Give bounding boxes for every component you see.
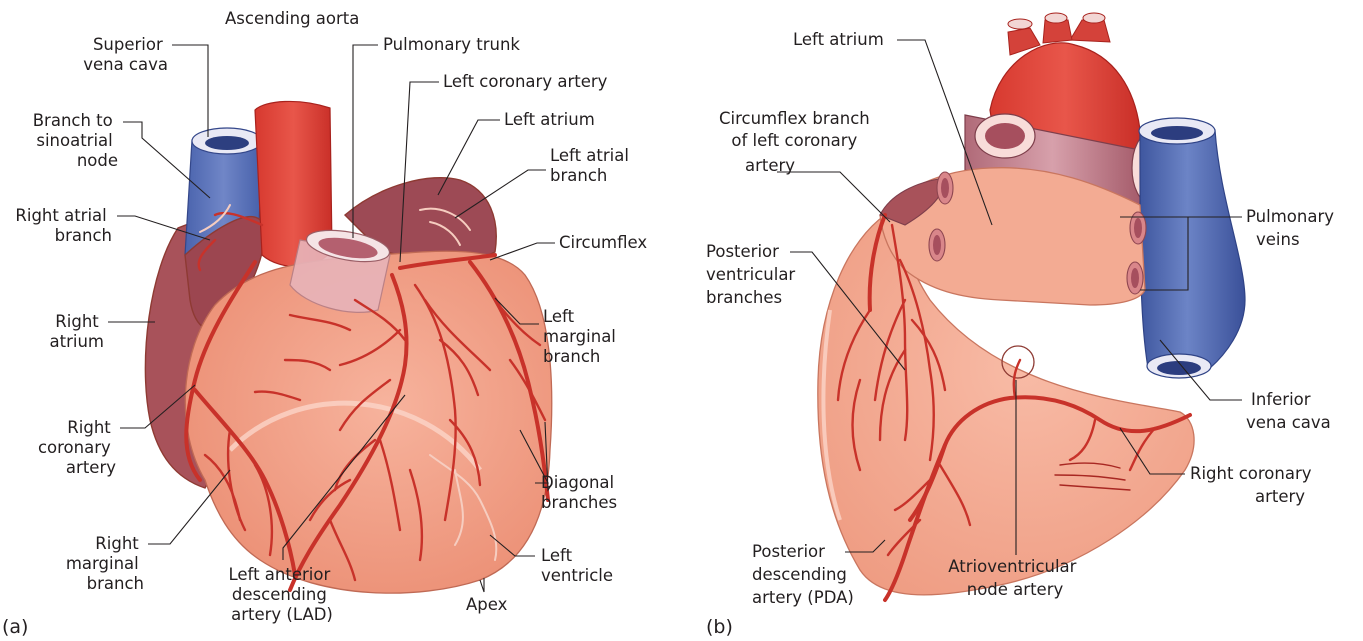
label-right-atrial-branch: Right atrial branch bbox=[15, 206, 112, 245]
label-circumflex: Circumflex bbox=[559, 233, 647, 252]
label-apex: Apex bbox=[466, 595, 508, 614]
label-left-atrium-a: Left atrium bbox=[504, 110, 595, 129]
label-left-atrium-b: Left atrium bbox=[793, 30, 884, 49]
label-branch-to-sa-node: Branch to sinoatrial node bbox=[33, 111, 118, 170]
label-right-atrium: Right atrium bbox=[50, 312, 104, 351]
label-left-coronary-artery: Left coronary artery bbox=[443, 72, 608, 91]
inferior-vena-cava-shape bbox=[1140, 130, 1245, 368]
label-posterior-ventricular-branches: Posterior ventricular branches bbox=[706, 242, 800, 307]
panel-a-illustration bbox=[145, 101, 551, 593]
panel-b-illustration bbox=[818, 13, 1245, 600]
label-left-atrial-branch: Left atrial branch bbox=[550, 146, 634, 185]
label-pda: Posterior descending artery (PDA) bbox=[752, 542, 854, 607]
label-diagonal-branches: Diagonal branches bbox=[541, 473, 619, 512]
label-lad: Left anterior descending artery (LAD) bbox=[229, 565, 336, 624]
label-right-marginal-branch: Right marginal branch bbox=[66, 534, 144, 593]
label-superior-vena-cava: Superior vena cava bbox=[83, 35, 168, 74]
label-pulmonary-veins: Pulmonary veins bbox=[1246, 207, 1339, 249]
label-inferior-vena-cava: Inferior vena cava bbox=[1246, 390, 1331, 432]
label-left-marginal-branch: Left marginal branch bbox=[543, 307, 621, 366]
label-left-ventricle: Left ventricle bbox=[541, 546, 613, 585]
label-right-coronary-artery-a: Right coronary artery bbox=[38, 418, 116, 477]
panel-label-a: (a) bbox=[2, 616, 28, 638]
label-pulmonary-trunk: Pulmonary trunk bbox=[383, 35, 520, 54]
panel-label-b: (b) bbox=[706, 616, 733, 638]
label-right-coronary-artery-b: Right coronary artery bbox=[1190, 464, 1317, 506]
label-ascending-aorta: Ascending aorta bbox=[225, 9, 359, 28]
label-circumflex-branch: Circumflex branch of left coronary arter… bbox=[719, 109, 875, 175]
